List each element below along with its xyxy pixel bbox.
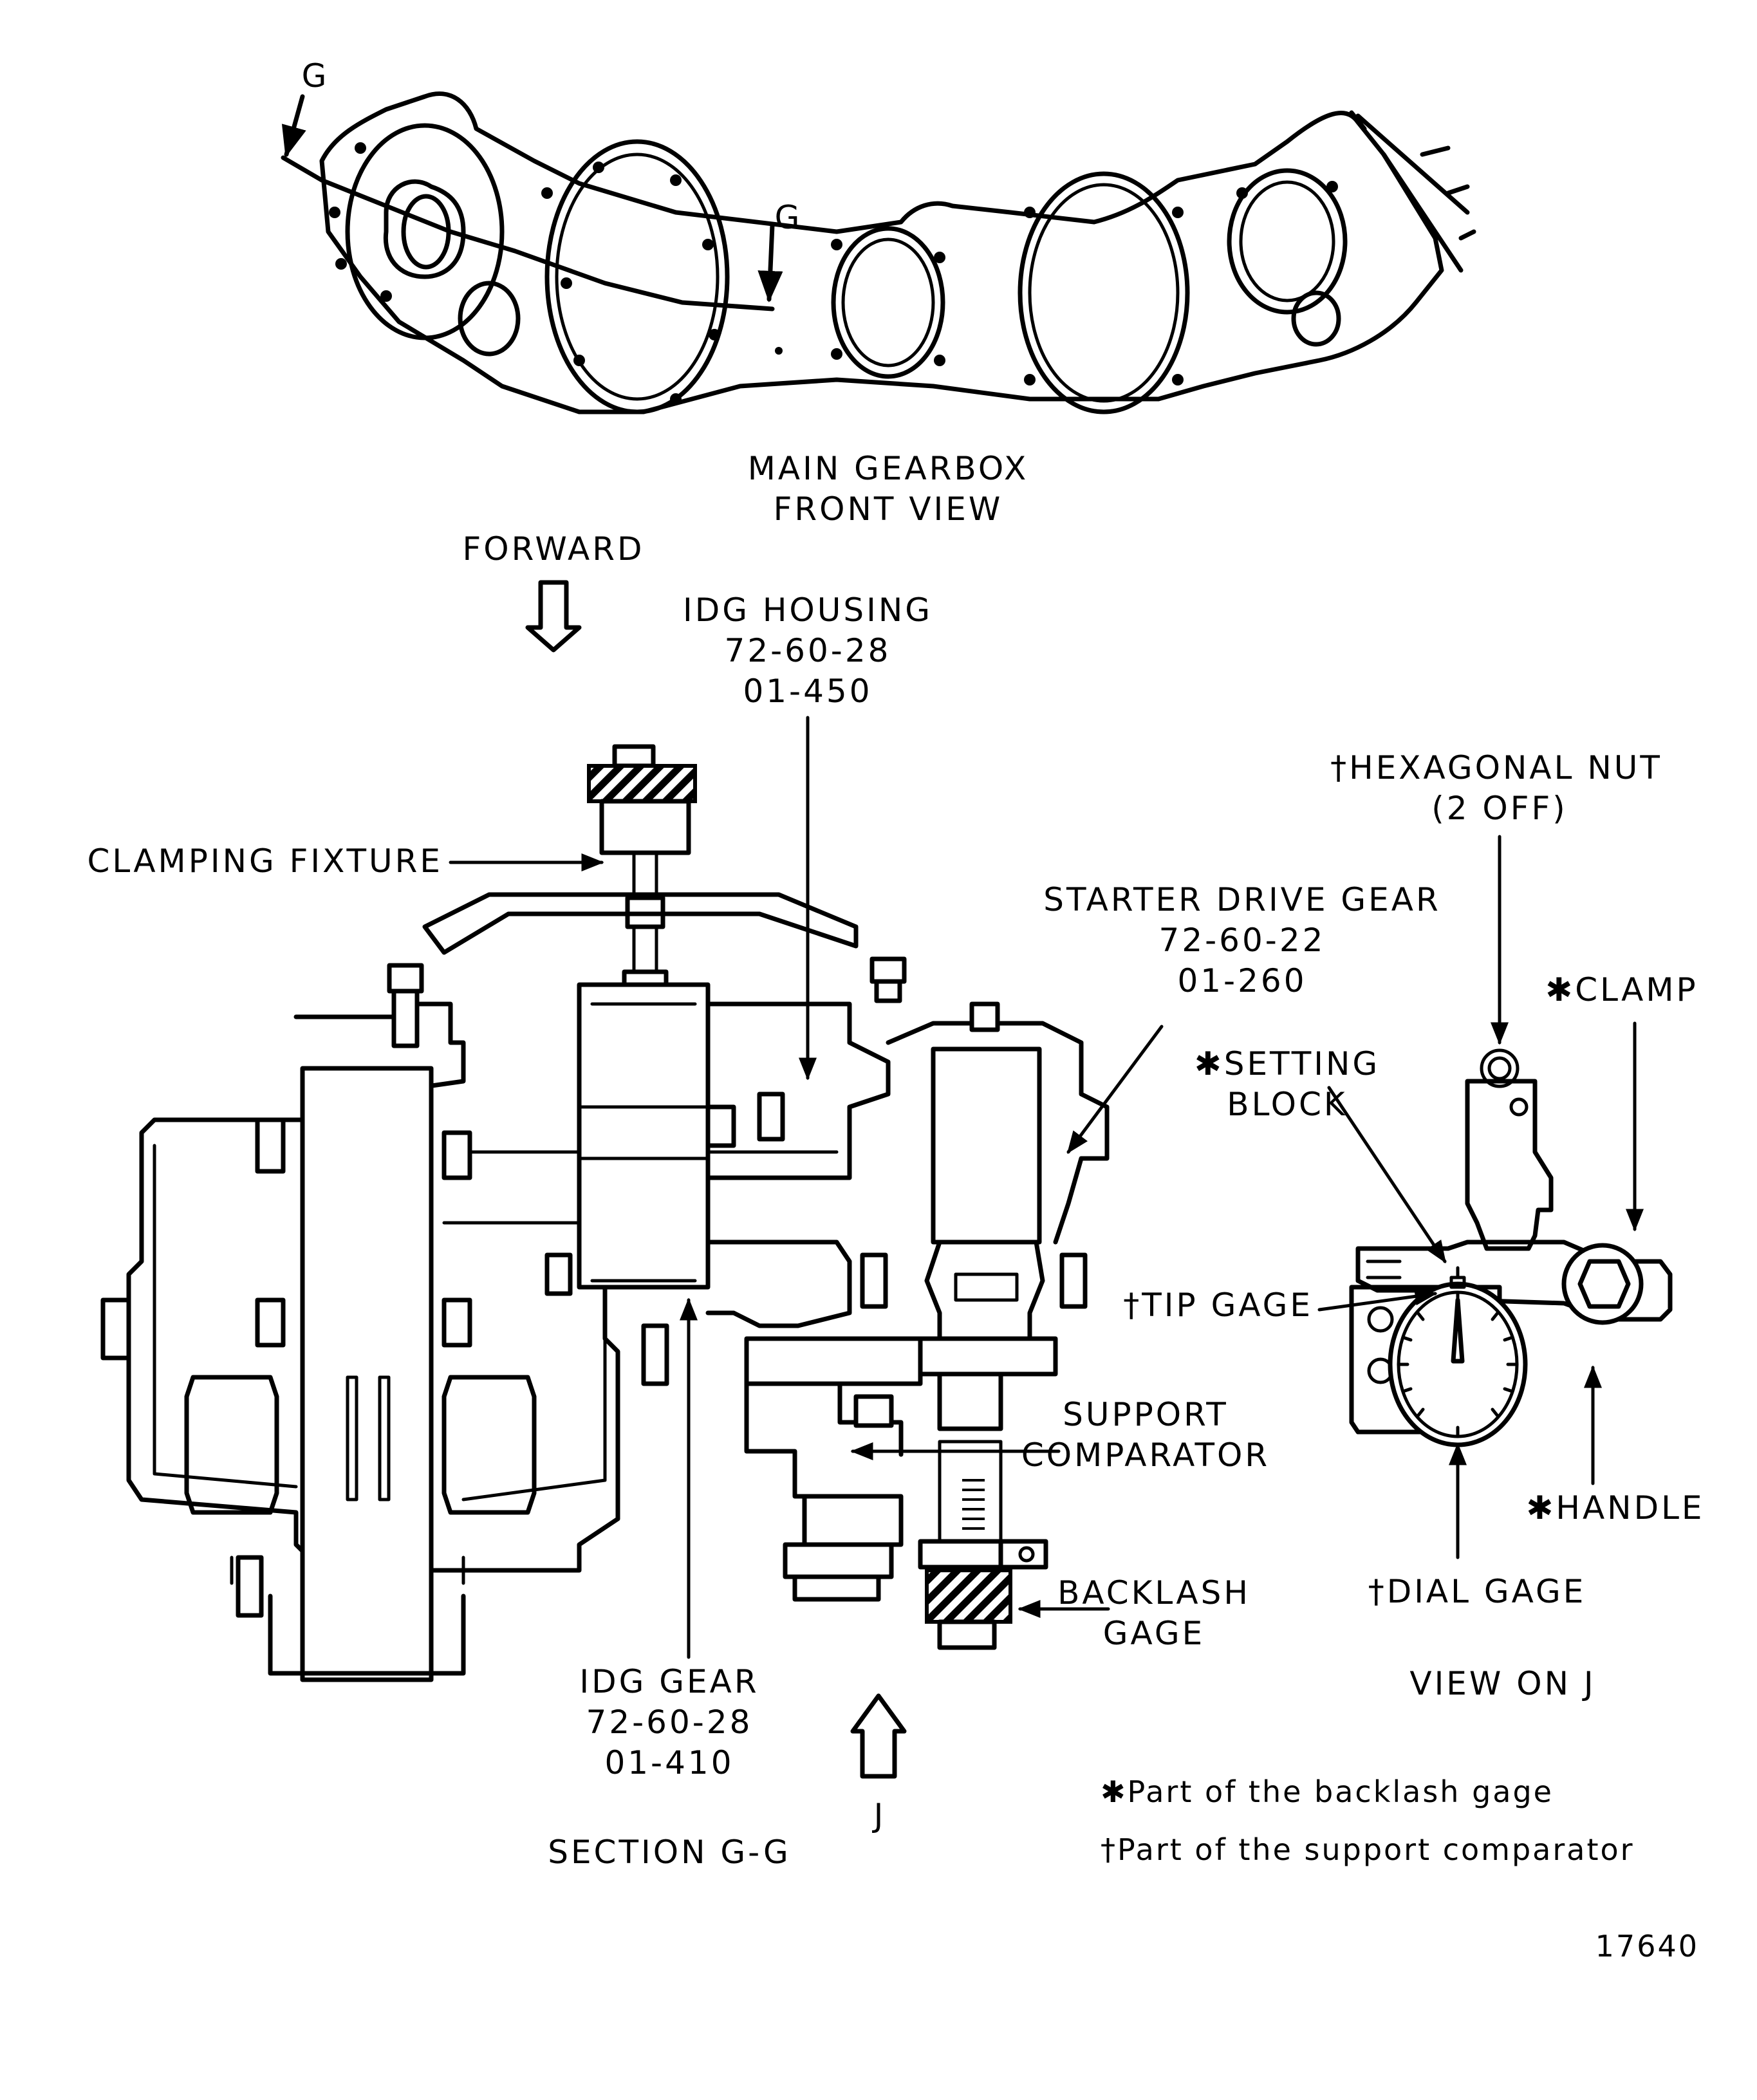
middle-housing-section — [705, 1001, 891, 1328]
clamping-fixture — [422, 744, 859, 997]
dial-gage-needle — [1451, 1297, 1465, 1364]
label-backlash-gage-line1: BACKLASH — [1057, 1574, 1250, 1612]
section-g-g-title: SECTION G-G — [548, 1834, 791, 1871]
hexagonal-nut-icon — [1480, 1048, 1520, 1088]
label-handle: ✱HANDLE — [1526, 1489, 1704, 1527]
gearbox-housing-outline — [319, 91, 1444, 414]
label-starter-drive-gear-name: STARTER DRIVE GEAR — [1043, 881, 1440, 918]
label-dial-gage: †DIAL GAGE — [1368, 1573, 1586, 1610]
label-support-comparator-line1: SUPPORT — [1063, 1396, 1229, 1433]
large-flange-right-inner — [1028, 183, 1180, 403]
label-starter-drive-gear-ref: 72-60-22 — [1159, 922, 1326, 959]
middle-pad-inner — [841, 237, 935, 367]
setting-block-edges — [1366, 1259, 1402, 1279]
label-setting-block-line2: BLOCK — [1227, 1086, 1347, 1123]
starter-bearing — [924, 1240, 1045, 1341]
label-hexagonal-nut-line1: †HEXAGONAL NUT — [1330, 749, 1662, 786]
section-marker-right: G — [775, 199, 803, 236]
shaft-slot-right — [378, 1375, 391, 1501]
large-flange-left — [544, 139, 730, 414]
legend: ✱Part of the backlash gage †Part of the … — [1101, 1774, 1635, 1867]
bolt-holes — [329, 142, 1338, 405]
section-arrow-left — [281, 94, 306, 158]
label-hexagonal-nut-line2: (2 OFF) — [1431, 790, 1568, 827]
section-cut-line-g-g — [281, 155, 775, 311]
view-j-arrow-icon — [850, 1693, 907, 1779]
lower-flange — [268, 1594, 466, 1676]
shaft-slot-left — [346, 1375, 358, 1501]
leader-starter-drive-gear — [1066, 1025, 1164, 1154]
large-flange-right — [1018, 171, 1190, 414]
clamp-bridge — [422, 892, 859, 955]
label-idg-gear-name: IDG GEAR — [579, 1663, 759, 1700]
support-comparator-body — [744, 1336, 923, 1602]
section-g-g: FORWARD — [87, 530, 1440, 1871]
mounting-bracket — [1349, 110, 1476, 273]
idg-housing-details — [577, 1002, 710, 1283]
arm-hole — [1509, 1097, 1529, 1117]
right-pad-inner — [1239, 180, 1335, 302]
section-arrow-right — [758, 223, 783, 302]
view-on-j-title: VIEW ON J — [1409, 1665, 1595, 1702]
roller-bearing-right — [442, 1375, 537, 1515]
studs — [100, 956, 1088, 1618]
label-starter-drive-gear-item: 01-260 — [1177, 962, 1306, 999]
small-pad-right — [1291, 290, 1341, 347]
lower-studs — [230, 1556, 465, 1585]
label-tip-gage: †TIP GAGE — [1123, 1287, 1313, 1324]
view-on-j: †HEXAGONAL NUT (2 OFF) ✱CLAMP ✱SETTING B… — [1123, 749, 1704, 1702]
label-idg-housing-item: 01-450 — [743, 673, 872, 710]
roller-bearing-left — [184, 1375, 279, 1515]
left-pad-flange — [383, 179, 466, 279]
legend-support-comparator: †Part of the support comparator — [1101, 1832, 1635, 1867]
small-pad-left — [458, 281, 521, 357]
middle-pad — [831, 226, 945, 379]
setting-block — [1355, 1240, 1673, 1322]
right-pad — [1227, 168, 1348, 315]
left-housing-section — [126, 1001, 620, 1573]
section-marker-left: G — [302, 57, 330, 95]
plate-screw-top — [1367, 1306, 1394, 1333]
starter-gear-plate — [918, 1336, 1058, 1377]
label-support-comparator-line2: COMPARATOR — [1021, 1436, 1270, 1474]
leader-setting-block — [1327, 1086, 1447, 1263]
label-idg-housing-ref: 72-60-28 — [725, 632, 891, 669]
upright-arm — [1465, 1079, 1554, 1251]
front-view-title-line1: MAIN GEARBOX — [748, 450, 1029, 487]
front-view-title-line2: FRONT VIEW — [774, 490, 1003, 528]
label-idg-gear-item: 01-410 — [604, 1744, 734, 1781]
label-setting-block-line1: ✱SETTING — [1195, 1045, 1380, 1083]
hexagonal-nut-bore — [1487, 1056, 1512, 1081]
forward-arrow-icon — [525, 580, 582, 653]
dial-gage-ticks — [1397, 1290, 1519, 1438]
label-clamping-fixture: CLAMPING FIXTURE — [87, 842, 443, 880]
main-gearbox-front-view: G G MAIN GEARBOX FRONT VIEW — [281, 57, 1476, 528]
label-idg-housing-name: IDG HOUSING — [683, 591, 933, 629]
idg-housing-column — [577, 982, 711, 1290]
figure-number: 17640 — [1595, 1929, 1699, 1964]
label-clamp: ✱CLAMP — [1545, 971, 1698, 1008]
backlash-gage-body — [918, 1371, 1048, 1650]
idg-shaft — [300, 1066, 434, 1682]
legend-backlash-gage: ✱Part of the backlash gage — [1101, 1774, 1554, 1809]
starter-bearing-race — [954, 1272, 1019, 1302]
starter-drive-gear-shaft — [931, 1046, 1042, 1245]
leader-tip-gage — [1317, 1287, 1438, 1312]
forward-label: FORWARD — [463, 530, 645, 568]
left-pad-circle — [345, 123, 505, 340]
label-backlash-gage-line2: GAGE — [1103, 1615, 1205, 1652]
view-j-arrow-label: J — [872, 1797, 886, 1834]
left-pad-bore — [401, 194, 451, 270]
clamp-hex-icon — [1577, 1259, 1631, 1309]
label-idg-gear-ref: 72-60-28 — [586, 1704, 753, 1741]
large-flange-left-inner — [555, 153, 720, 401]
dial-gage-stem — [1449, 1266, 1466, 1289]
